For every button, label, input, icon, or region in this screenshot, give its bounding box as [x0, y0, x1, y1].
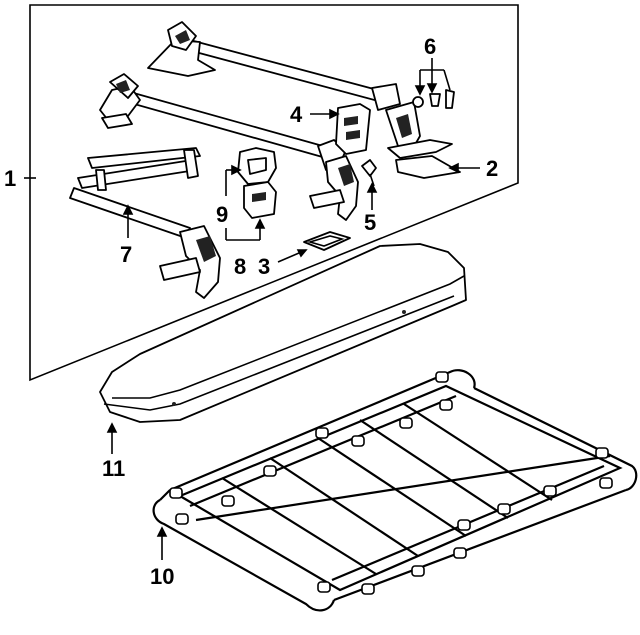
- crossbar-front: [69, 147, 201, 239]
- rear-right-clamp: [385, 101, 461, 179]
- bracket-part-4: [335, 103, 371, 155]
- clip-part-9: [237, 147, 277, 185]
- callout-11: 11: [102, 456, 125, 481]
- leader-lines: [24, 58, 480, 560]
- clip-part-8: [243, 181, 277, 219]
- front-left-clamp: [159, 225, 221, 299]
- middle-right-clamp: [309, 155, 359, 221]
- fasteners-part-6: [412, 89, 455, 109]
- callout-6: 6: [424, 34, 436, 59]
- luggage-rack-part-10: [152, 369, 638, 612]
- bolt-part-5: [361, 159, 377, 187]
- crossbar-rear: [147, 21, 401, 111]
- cargo-box-part-11: [99, 243, 467, 423]
- callout-3: 3: [258, 254, 270, 279]
- callout-7: 7: [120, 242, 132, 267]
- callout-5: 5: [364, 210, 376, 235]
- callout-8: 8: [234, 254, 246, 279]
- callout-4: 4: [290, 102, 303, 127]
- callout-1: 1: [4, 166, 16, 191]
- assembly-outline: [29, 4, 519, 382]
- callout-9: 9: [216, 202, 228, 227]
- pad-part-3: [303, 231, 351, 251]
- callout-10: 10: [150, 564, 174, 589]
- callout-2: 2: [486, 156, 498, 181]
